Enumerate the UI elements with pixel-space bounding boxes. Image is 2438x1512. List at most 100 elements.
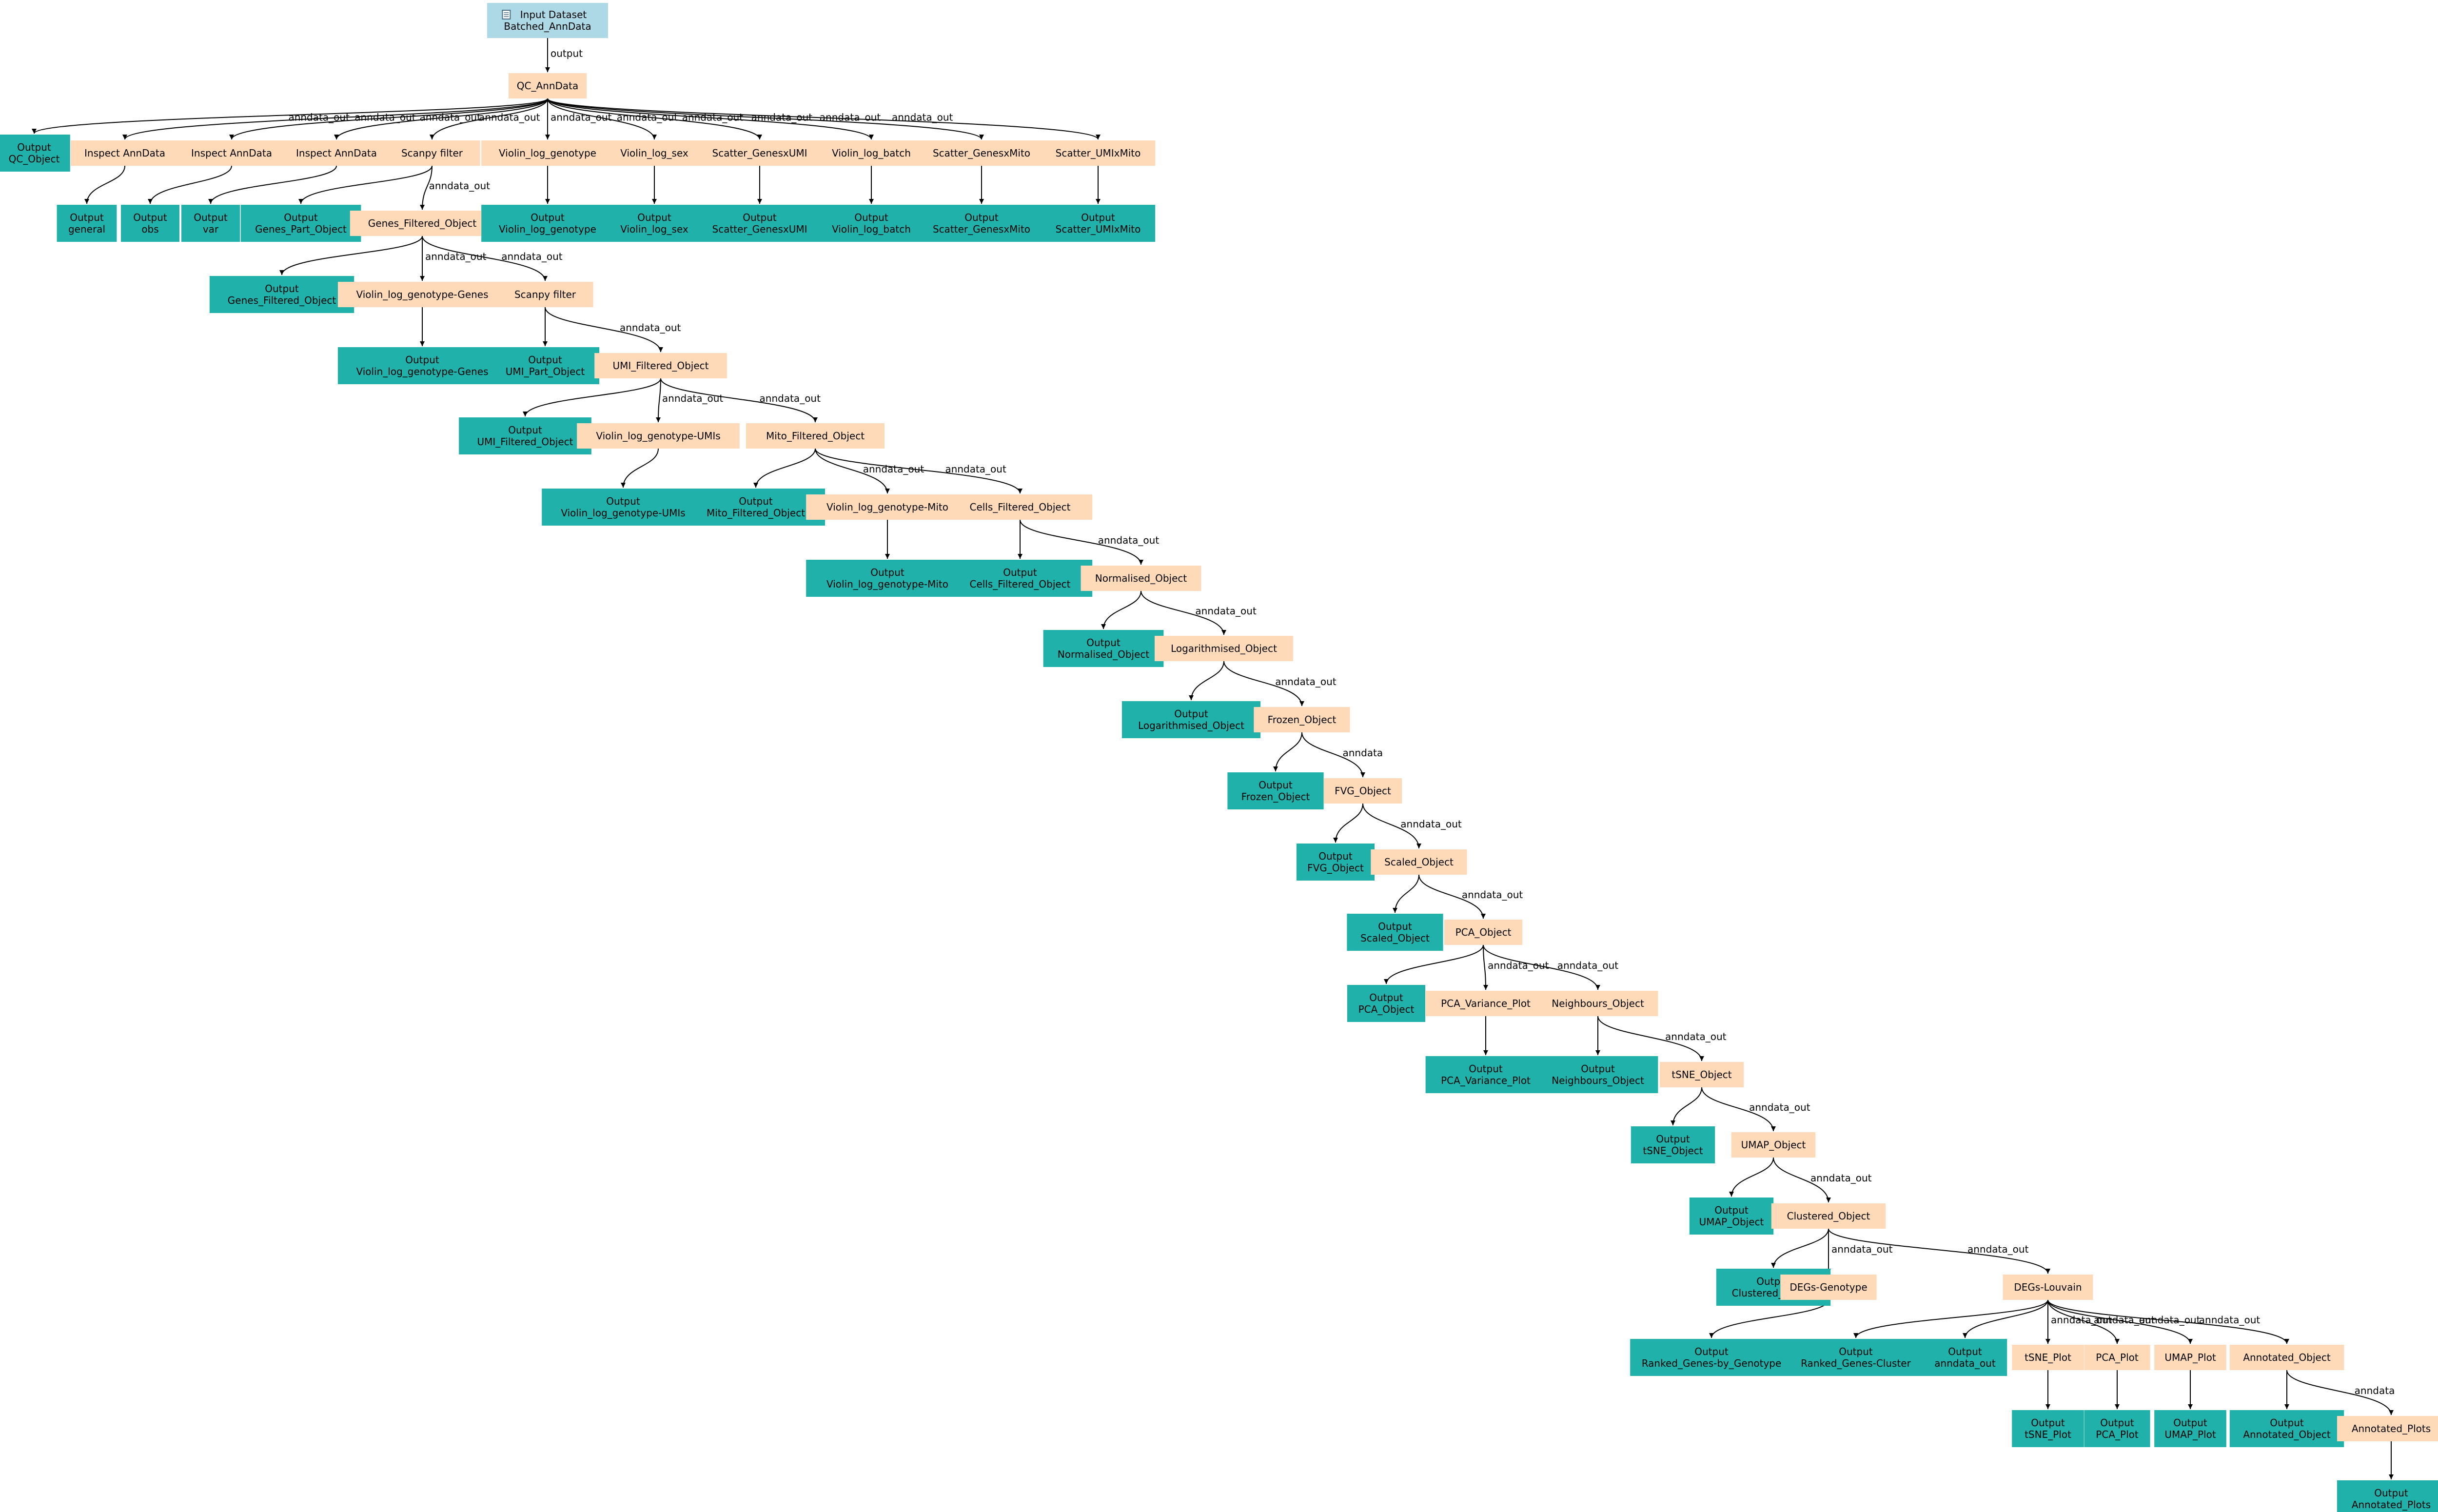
step-node[interactable]: tSNE_Object xyxy=(1659,1062,1744,1087)
node-label: Output xyxy=(508,424,542,436)
node-box xyxy=(338,282,507,307)
step-node[interactable]: DEGs-Genotype xyxy=(1780,1275,1877,1300)
node-label: Violin_log_genotype-Mito xyxy=(826,578,948,590)
step-node[interactable]: FVG_Object xyxy=(1324,778,1402,804)
edge-label: anndata_out xyxy=(1967,1243,2029,1255)
step-node[interactable]: Normalised_Object xyxy=(1081,566,1201,591)
step-node[interactable]: Violin_log_genotype-UMIs xyxy=(577,423,740,449)
node-label: Output xyxy=(1086,637,1121,648)
step-node[interactable]: tSNE_Plot xyxy=(2012,1345,2084,1370)
step-node[interactable]: Annotated_Object xyxy=(2229,1345,2344,1370)
step-node[interactable]: Scanpy filter xyxy=(384,140,480,166)
step-node[interactable]: Scatter_GenesxUMI xyxy=(699,140,820,166)
step-node[interactable]: Violin_log_genotype-Genes xyxy=(338,282,507,307)
step-node[interactable]: Annotated_Plots xyxy=(2337,1416,2438,1441)
step-node[interactable]: Scanpy filter xyxy=(497,282,593,307)
step-node[interactable]: Scaled_Object xyxy=(1371,849,1467,875)
step-node[interactable]: Inspect AnnData xyxy=(177,140,286,166)
step-node[interactable]: Frozen_Object xyxy=(1254,707,1350,732)
node-box xyxy=(1425,991,1546,1016)
edge-label: anndata_out xyxy=(1400,818,1462,830)
node-box xyxy=(1787,1339,1925,1376)
step-node[interactable]: Mito_Filtered_Object xyxy=(746,423,885,449)
step-node[interactable]: Logarithmised_Object xyxy=(1155,636,1293,661)
step-node[interactable]: Neighbours_Object xyxy=(1537,991,1658,1016)
node-label: tSNE_Plot xyxy=(2025,1429,2071,1440)
step-node[interactable]: Violin_log_batch xyxy=(814,140,929,166)
node-label: PCA_Plot xyxy=(2096,1429,2139,1440)
node-box xyxy=(806,560,969,597)
step-node[interactable]: Violin_log_sex xyxy=(603,140,706,166)
step-node[interactable]: PCA_Variance_Plot xyxy=(1425,991,1546,1016)
step-node[interactable]: QC_AnnData xyxy=(509,73,587,98)
step-node[interactable]: Cells_Filtered_Object xyxy=(947,494,1093,520)
step-node[interactable]: Scatter_UMIxMito xyxy=(1041,140,1156,166)
node-label: Scatter_GenesxUMI xyxy=(712,223,807,235)
step-node[interactable]: UMAP_Plot xyxy=(2154,1345,2226,1370)
step-node[interactable]: Violin_log_genotype-Mito xyxy=(806,494,969,520)
node-label: Batched_AnnData xyxy=(504,20,591,32)
step-node[interactable]: UMAP_Object xyxy=(1731,1132,1816,1158)
step-node[interactable]: Inspect AnnData xyxy=(282,140,391,166)
node-label: Ranked_Genes-by_Genotype xyxy=(1642,1357,1782,1369)
step-node[interactable]: Inspect AnnData xyxy=(71,140,179,166)
node-label: Scanpy filter xyxy=(401,147,463,159)
node-label: Output xyxy=(1581,1063,1615,1075)
step-node[interactable]: DEGs-Louvain xyxy=(2003,1275,2093,1300)
node-box xyxy=(806,494,969,520)
node-box xyxy=(209,276,354,313)
edge-label: anndata_out xyxy=(2199,1314,2261,1326)
node-box xyxy=(1444,920,1522,945)
node-label: Violin_log_genotype-Genes xyxy=(356,366,488,377)
node-box xyxy=(594,353,727,378)
node-box xyxy=(1324,778,1402,804)
step-node[interactable]: PCA_Object xyxy=(1444,920,1522,945)
step-node[interactable]: Clustered_Object xyxy=(1771,1203,1886,1229)
step-node[interactable]: Genes_Filtered_Object xyxy=(350,211,495,236)
step-node[interactable]: Violin_log_genotype xyxy=(481,140,614,166)
edge-label: anndata xyxy=(1343,747,1383,759)
step-node[interactable]: UMI_Filtered_Object xyxy=(594,353,727,378)
step-node[interactable]: PCA_Plot xyxy=(2084,1345,2150,1370)
step-node[interactable]: Scatter_GenesxMito xyxy=(918,140,1045,166)
